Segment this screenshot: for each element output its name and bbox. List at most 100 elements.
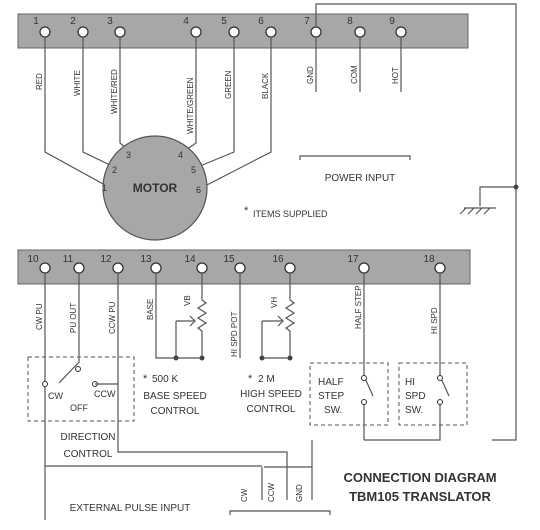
- half-step-label-1: HALF: [318, 377, 344, 388]
- direction-control-label-2: CONTROL: [64, 449, 113, 460]
- direction-ccw: CCW: [94, 389, 116, 399]
- high-speed-value: 2 M: [258, 374, 275, 385]
- label-cw-pu: CW PU: [35, 303, 44, 330]
- external-pulse-wires: [45, 440, 331, 515]
- base-speed-label-2: CONTROL: [151, 406, 200, 417]
- terminal-9-number: 9: [389, 16, 395, 27]
- ext-gnd: GND: [295, 484, 304, 502]
- wire-label-hot: HOT: [391, 67, 400, 84]
- terminal-2-screw: [77, 26, 89, 38]
- wire-label-white: WHITE: [73, 70, 82, 96]
- terminal-15-number: 15: [223, 254, 235, 265]
- terminal-7-screw: [310, 26, 322, 38]
- label-pu-out: PU OUT: [69, 303, 78, 333]
- terminal-5-screw: [228, 26, 240, 38]
- terminal-1-number: 1: [33, 16, 39, 27]
- direction-cw: CW: [48, 391, 63, 401]
- terminal-11-screw: [73, 262, 85, 274]
- terminal-3-screw: [114, 26, 126, 38]
- terminal-8-number: 8: [347, 16, 353, 27]
- direction-wires: [44, 273, 288, 520]
- external-pulse-label: EXTERNAL PULSE INPUT: [70, 503, 191, 514]
- motor-pin-5: 5: [191, 165, 196, 175]
- terminal-4-number: 4: [183, 16, 189, 27]
- hi-spd-switch-box: [398, 362, 468, 426]
- half-step-wires: [363, 273, 374, 440]
- half-step-switch-box: [309, 362, 389, 426]
- half-step-label-3: SW.: [324, 405, 342, 416]
- wire-label-com: COM: [350, 65, 359, 84]
- items-supplied-note: ITEMS SUPPLIED: [253, 209, 328, 219]
- power-wires: [299, 37, 411, 160]
- base-speed-asterisk: *: [143, 373, 148, 385]
- base-speed-value: 500 K: [152, 374, 178, 385]
- terminal-13-number: 13: [140, 254, 152, 265]
- label-vh: VH: [270, 297, 279, 308]
- caption-line-1: CONNECTION DIAGRAM: [343, 470, 496, 485]
- caption-line-2: TBM105 TRANSLATOR: [349, 489, 491, 504]
- terminal-1-screw: [39, 26, 51, 38]
- wire-label-white-red: WHITE/RED: [110, 69, 119, 114]
- terminal-18-screw: [434, 262, 446, 274]
- label-half-step: HALF STEP: [354, 285, 363, 329]
- terminal-6-number: 6: [258, 16, 264, 27]
- terminal-12-screw: [112, 262, 124, 274]
- terminal-17-number: 17: [347, 254, 359, 265]
- motor-pin-1: 1: [102, 183, 107, 193]
- label-ccw-pu: CCW PU: [108, 301, 117, 334]
- terminal-17-screw: [358, 262, 370, 274]
- terminal-16-screw: [284, 262, 296, 274]
- terminal-6-screw: [265, 26, 277, 38]
- high-speed-label-1: HIGH SPEED: [240, 389, 302, 400]
- wire-label-red: RED: [35, 73, 44, 90]
- terminal-14-number: 14: [184, 254, 196, 265]
- top-terminal-screws: [39, 26, 407, 38]
- direction-control-label-1: DIRECTION: [61, 432, 116, 443]
- wire-label-white-green: WHITE/GREEN: [186, 77, 195, 134]
- terminal-16-number: 16: [272, 254, 284, 265]
- high-speed-asterisk: *: [248, 373, 253, 385]
- terminal-10-screw: [39, 262, 51, 274]
- items-supplied-asterisk: *: [244, 205, 249, 217]
- terminal-15-screw: [234, 262, 246, 274]
- terminal-7-number: 7: [304, 16, 310, 27]
- ext-cw: CW: [240, 488, 249, 502]
- ext-ccw: CCW: [267, 482, 276, 502]
- hi-spd-label-1: HI: [405, 377, 415, 388]
- terminal-2-number: 2: [70, 16, 76, 27]
- terminal-12-number: 12: [100, 254, 112, 265]
- motor-body: [102, 135, 208, 241]
- half-step-label-2: STEP: [318, 391, 344, 402]
- hi-spd-label-3: SW.: [405, 405, 423, 416]
- terminal-4-screw: [190, 26, 202, 38]
- motor-pin-3: 3: [126, 150, 131, 160]
- top-terminal-strip: [17, 13, 469, 49]
- terminal-13-screw: [150, 262, 162, 274]
- terminal-10-number: 10: [27, 254, 39, 265]
- terminal-8-screw: [354, 26, 366, 38]
- terminal-3-number: 3: [107, 16, 113, 27]
- power-input-label: POWER INPUT: [325, 173, 396, 184]
- label-base: BASE: [146, 299, 155, 320]
- high-speed-label-2: CONTROL: [247, 404, 296, 415]
- ground-wire: [315, 3, 517, 441]
- label-vb: VB: [183, 295, 192, 306]
- wire-label-green: GREEN: [224, 70, 233, 99]
- base-speed-wires: [155, 273, 208, 359]
- motor-pin-6: 6: [196, 185, 201, 195]
- wire-label-gnd: GND: [306, 66, 315, 84]
- motor-pin-2: 2: [112, 165, 117, 175]
- label-hi-spd: HI SPD: [430, 307, 439, 334]
- motor-pin-4: 4: [178, 150, 183, 160]
- terminal-18-number: 18: [423, 254, 435, 265]
- terminal-11-number: 11: [63, 254, 74, 265]
- direction-off: OFF: [70, 403, 88, 413]
- direction-control-box: [27, 356, 135, 422]
- wire-label-black: BLACK: [261, 72, 270, 99]
- terminal-14-screw: [196, 262, 208, 274]
- base-speed-label-1: BASE SPEED: [143, 391, 206, 402]
- label-hi-spd-pot: HI SPD POT: [230, 312, 239, 357]
- ground-junction: [513, 184, 519, 190]
- motor-wires: [44, 37, 272, 187]
